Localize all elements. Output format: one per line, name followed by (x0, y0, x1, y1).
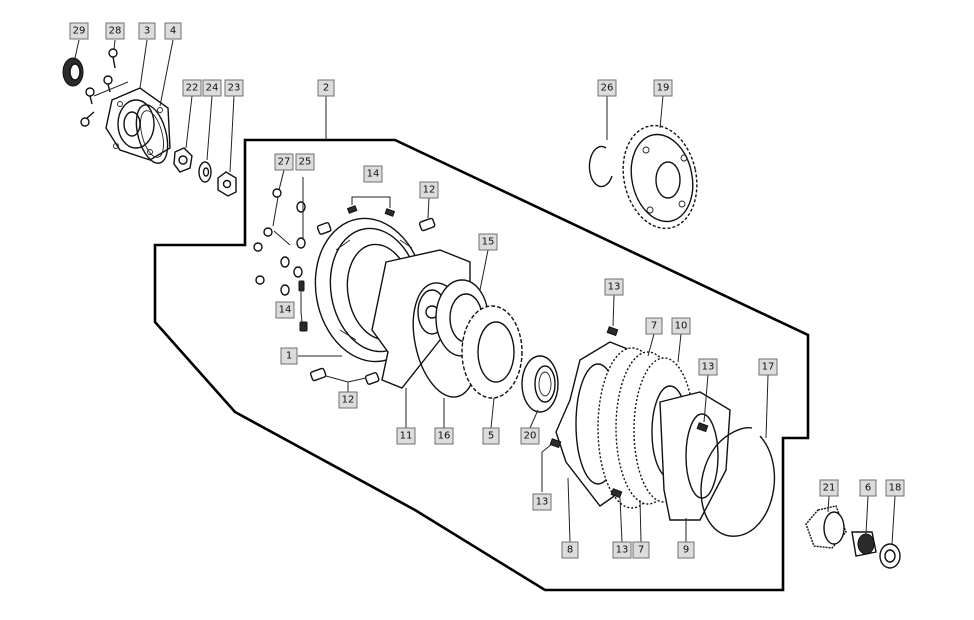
leader-lines (74, 39, 896, 545)
assembly-outline (153, 138, 810, 592)
callout-text: 18 (889, 483, 902, 494)
callout-5: 5 (482, 427, 500, 445)
callout-21: 21 (819, 479, 839, 497)
callout-text: 24 (206, 83, 219, 94)
callout-28: 28 (105, 22, 125, 40)
needle-cage-part-6 (851, 531, 877, 557)
callout-text: 17 (762, 362, 775, 373)
callout-6: 6 (859, 479, 877, 497)
callout-13-bottom: 13 (612, 541, 632, 559)
callout-text: 26 (601, 83, 614, 94)
callout-8: 8 (561, 541, 579, 559)
callout-text: 19 (657, 83, 670, 94)
screws-part-28 (80, 48, 129, 127)
callout-24: 24 (202, 79, 222, 97)
callout-12-lower: 12 (338, 391, 358, 409)
bearing-part-20 (521, 355, 559, 413)
callout-text: 13 (536, 497, 549, 508)
callout-text: 21 (823, 483, 836, 494)
springs-part-12-lower (309, 367, 380, 392)
callout-15: 15 (478, 233, 498, 251)
washer-part-24 (198, 161, 212, 183)
bolts-part-27 (253, 188, 291, 285)
callout-text: 7 (638, 545, 644, 556)
callout-29: 29 (69, 22, 89, 40)
circlip-part-26 (588, 145, 613, 188)
gasket-part-4 (135, 104, 169, 164)
pins-part-13 (549, 326, 709, 499)
callout-text: 29 (73, 26, 86, 37)
lock-plate-part-23 (217, 171, 237, 197)
callout-text: 2 (323, 83, 329, 94)
callout-12-upper: 12 (419, 181, 439, 199)
callout-13-left: 13 (532, 493, 552, 511)
callout-text: 10 (675, 321, 688, 332)
callout-text: 11 (400, 431, 413, 442)
cover-part-3 (105, 87, 171, 161)
callout-text: 22 (186, 83, 199, 94)
callout-text: 6 (865, 483, 871, 494)
callout-4: 4 (164, 22, 182, 40)
callout-text: 25 (299, 157, 312, 168)
callout-3: 3 (138, 22, 156, 40)
callout-23: 23 (224, 79, 244, 97)
callout-7-upper: 7 (645, 317, 663, 335)
callout-text: 13 (608, 282, 621, 293)
callout-text: 1 (286, 351, 292, 362)
callout-text: 12 (423, 185, 436, 196)
springs-part-12-upper (316, 217, 436, 235)
callout-16: 16 (434, 427, 454, 445)
callout-22: 22 (182, 79, 202, 97)
callout-20: 20 (520, 427, 540, 445)
callout-2: 2 (317, 79, 335, 97)
callout-11: 11 (396, 427, 416, 445)
callout-13-top: 13 (604, 278, 624, 296)
callout-text: 13 (702, 362, 715, 373)
callout-text: 14 (279, 305, 292, 316)
springs-part-14-upper (346, 196, 396, 217)
circlip-part-17 (700, 427, 776, 537)
callout-25: 25 (295, 153, 315, 171)
callout-text: 20 (524, 431, 537, 442)
callout-text: 23 (228, 83, 241, 94)
tab-washer-part-22 (173, 147, 193, 173)
callout-7-lower: 7 (632, 541, 650, 559)
callout-text: 27 (278, 157, 291, 168)
callout-9: 9 (677, 541, 695, 559)
callout-text: 8 (567, 545, 573, 556)
washer-part-18 (879, 543, 901, 569)
roller-bearing-part-21 (805, 505, 847, 549)
callout-text: 3 (144, 26, 150, 37)
callout-text: 9 (683, 545, 689, 556)
callout-text: 28 (109, 26, 122, 37)
callout-19: 19 (653, 79, 673, 97)
callout-14-lower: 14 (275, 301, 295, 319)
callout-text: 5 (488, 431, 494, 442)
spline-ring-part-5 (461, 305, 523, 399)
callout-14-upper: 14 (363, 165, 383, 183)
callout-18: 18 (885, 479, 905, 497)
callout-26: 26 (597, 79, 617, 97)
back-plate-part-9 (659, 391, 731, 521)
callout-text: 12 (342, 395, 355, 406)
seal-part-29 (62, 57, 84, 87)
callout-text: 13 (616, 545, 629, 556)
callout-text: 15 (482, 237, 495, 248)
callout-17: 17 (758, 358, 778, 376)
callout-13-right: 13 (698, 358, 718, 376)
callout-10: 10 (671, 317, 691, 335)
callout-text: 16 (438, 431, 451, 442)
gear-part-19 (622, 124, 698, 230)
callout-text: 7 (651, 321, 657, 332)
springs-part-14-lower (298, 280, 308, 332)
callout-text: 4 (170, 26, 176, 37)
callout-text: 14 (367, 169, 380, 180)
callout-27: 27 (274, 153, 294, 171)
callout-1: 1 (280, 347, 298, 365)
washers-part-25 (280, 177, 306, 296)
